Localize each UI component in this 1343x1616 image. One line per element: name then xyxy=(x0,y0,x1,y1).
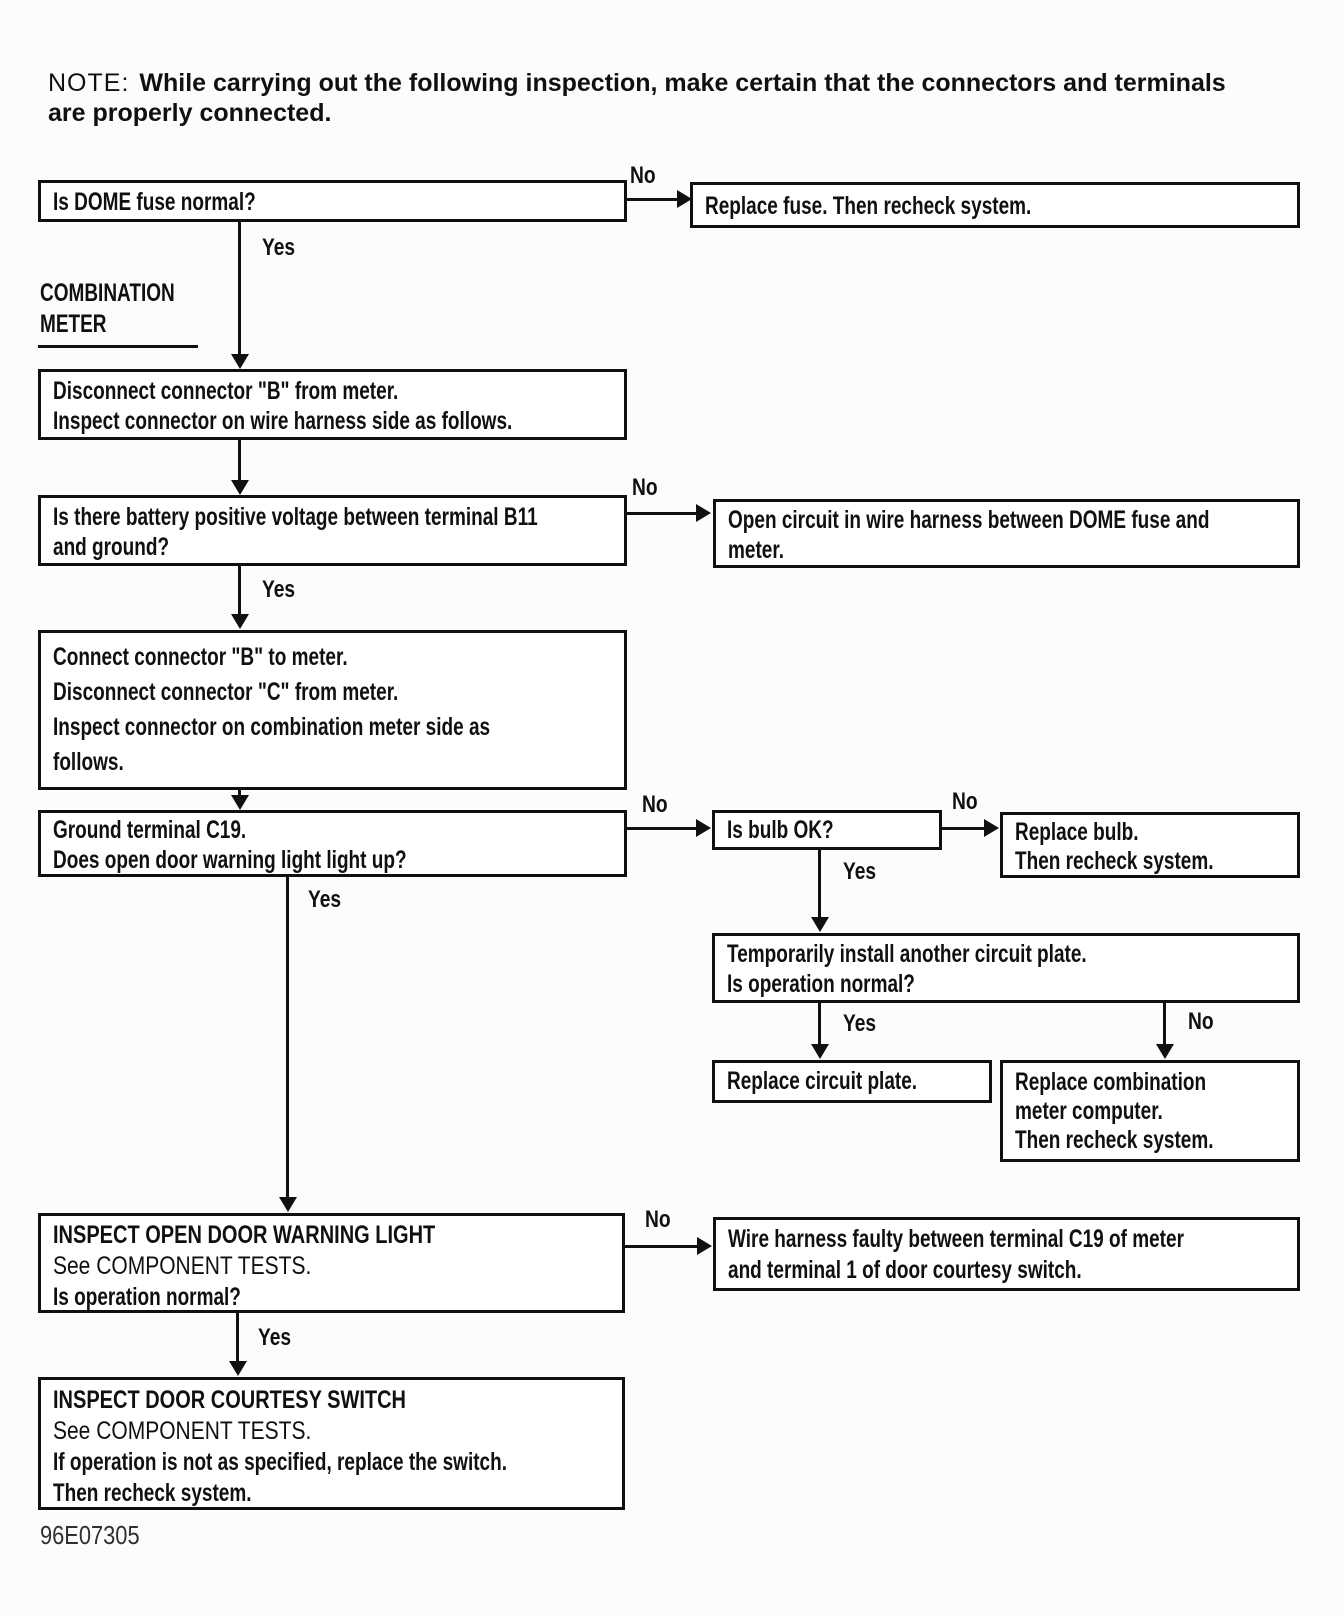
connector-battery-no xyxy=(627,512,699,515)
connector-to-ground-check xyxy=(238,790,241,798)
decision-ground-c19: Ground terminal C19. Does open door warn… xyxy=(38,810,627,877)
box-line: Does open door warning light light up? xyxy=(53,846,407,874)
action-replace-meter-computer: Replace combination meter computer. Then… xyxy=(1000,1060,1300,1162)
box-line: Ground terminal C19. xyxy=(53,816,247,844)
connector-bulb-no xyxy=(942,827,986,830)
decision-dome-fuse: Is DOME fuse normal? xyxy=(38,180,627,222)
arrowhead-right-icon xyxy=(697,1237,712,1255)
arrowhead-right-icon xyxy=(696,504,711,522)
box-line: Wire harness faulty between terminal C19… xyxy=(728,1225,1184,1253)
action-connect-b-disconnect-c: Connect connector "B" to meter. Disconne… xyxy=(38,630,627,790)
connector-dome-fuse-yes xyxy=(238,222,241,358)
box-line: Is operation normal? xyxy=(53,1283,241,1311)
arrowhead-down-icon xyxy=(229,1361,247,1376)
section-label-underline xyxy=(38,345,198,348)
box-line: Temporarily install another circuit plat… xyxy=(727,940,1087,968)
edge-label-yes: Yes xyxy=(843,858,877,885)
connector-bulb-yes xyxy=(818,850,821,921)
connector-plate-no xyxy=(1163,1003,1166,1048)
box-line: meter. xyxy=(728,536,784,564)
edge-label-yes: Yes xyxy=(258,1324,292,1351)
arrowhead-down-icon xyxy=(231,354,249,369)
edge-label-no: No xyxy=(1188,1008,1214,1035)
action-wire-harness-faulty: Wire harness faulty between terminal C19… xyxy=(713,1217,1300,1291)
connector-ground-yes xyxy=(286,877,289,1201)
edge-label-no: No xyxy=(630,162,656,189)
note-label: NOTE: xyxy=(48,69,130,97)
arrowhead-down-icon xyxy=(231,614,249,629)
box-heading: INSPECT DOOR COURTESY SWITCH xyxy=(53,1386,406,1414)
box-line: Is operation normal? xyxy=(727,970,915,998)
box-line: and ground? xyxy=(53,533,170,561)
box-line: Then recheck system. xyxy=(1015,1126,1214,1154)
box-line: meter computer. xyxy=(1015,1097,1163,1125)
arrowhead-right-icon xyxy=(696,819,711,837)
action-replace-bulb: Replace bulb. Then recheck system. xyxy=(1000,812,1300,878)
box-line: See COMPONENT TESTS. xyxy=(53,1252,312,1280)
box-line: If operation is not as specified, replac… xyxy=(53,1448,508,1476)
arrowhead-right-icon xyxy=(677,190,692,208)
decision-bulb-ok: Is bulb OK? xyxy=(712,810,942,850)
figure-id: 96E07305 xyxy=(40,1520,140,1550)
box-line: Replace fuse. Then recheck system. xyxy=(705,192,1032,220)
edge-label-no: No xyxy=(645,1206,671,1233)
connector-plate-yes xyxy=(818,1003,821,1048)
action-open-circuit: Open circuit in wire harness between DOM… xyxy=(713,499,1300,568)
box-line: Inspect connector on wire harness side a… xyxy=(53,407,513,435)
box-heading: INSPECT OPEN DOOR WARNING LIGHT xyxy=(53,1221,436,1249)
edge-label-yes: Yes xyxy=(262,576,296,603)
section-label-line2: METER xyxy=(40,310,107,338)
box-line: Disconnect connector "B" from meter. xyxy=(53,377,399,405)
box-line: Then recheck system. xyxy=(1015,847,1214,875)
arrowhead-down-icon xyxy=(1156,1044,1174,1059)
decision-battery-voltage: Is there battery positive voltage betwee… xyxy=(38,495,627,566)
step-inspect-open-door-warning-light: INSPECT OPEN DOOR WARNING LIGHT See COMP… xyxy=(38,1213,625,1313)
box-line: follows. xyxy=(53,748,124,776)
box-line: Open circuit in wire harness between DOM… xyxy=(728,506,1210,534)
connector-dome-fuse-no xyxy=(627,198,681,201)
arrowhead-right-icon xyxy=(984,819,999,837)
edge-label-yes: Yes xyxy=(262,234,296,261)
connector-ground-no xyxy=(627,827,699,830)
box-line: Is DOME fuse normal? xyxy=(53,188,256,216)
box-line: Replace bulb. xyxy=(1015,818,1139,846)
edge-label-yes: Yes xyxy=(308,886,342,913)
box-line: Replace combination xyxy=(1015,1068,1207,1096)
section-label-line1: COMBINATION xyxy=(40,279,175,307)
action-replace-circuit-plate: Replace circuit plate. xyxy=(712,1060,992,1103)
connector-to-battery-check xyxy=(238,440,241,484)
connector-warning-light-no xyxy=(625,1245,699,1248)
arrowhead-down-icon xyxy=(811,917,829,932)
action-replace-fuse: Replace fuse. Then recheck system. xyxy=(690,182,1300,228)
box-line: Is there battery positive voltage betwee… xyxy=(53,503,538,531)
box-line: See COMPONENT TESTS. xyxy=(53,1417,312,1445)
box-line: Replace circuit plate. xyxy=(727,1067,918,1095)
box-line: Connect connector "B" to meter. xyxy=(53,643,348,671)
box-line: and terminal 1 of door courtesy switch. xyxy=(728,1256,1082,1284)
action-disconnect-connector-b: Disconnect connector "B" from meter. Ins… xyxy=(38,369,627,440)
arrowhead-down-icon xyxy=(279,1197,297,1212)
box-line: Then recheck system. xyxy=(53,1479,252,1507)
step-inspect-door-courtesy-switch: INSPECT DOOR COURTESY SWITCH See COMPONE… xyxy=(38,1377,625,1510)
connector-warning-light-yes xyxy=(236,1313,239,1365)
arrowhead-down-icon xyxy=(811,1044,829,1059)
note-paragraph: NOTE:While carrying out the following in… xyxy=(48,68,1248,128)
edge-label-no: No xyxy=(632,474,658,501)
arrowhead-down-icon xyxy=(231,795,249,810)
box-line: Disconnect connector "C" from meter. xyxy=(53,678,399,706)
note-text: While carrying out the following inspect… xyxy=(48,69,1226,127)
box-line: Inspect connector on combination meter s… xyxy=(53,713,491,741)
decision-circuit-plate: Temporarily install another circuit plat… xyxy=(712,933,1300,1003)
box-line: Is bulb OK? xyxy=(727,816,834,844)
connector-battery-yes xyxy=(238,566,241,618)
arrowhead-down-icon xyxy=(231,480,249,495)
edge-label-no: No xyxy=(642,791,668,818)
section-label-combination-meter: COMBINATION METER xyxy=(40,278,217,340)
edge-label-yes: Yes xyxy=(843,1010,877,1037)
edge-label-no: No xyxy=(952,788,978,815)
